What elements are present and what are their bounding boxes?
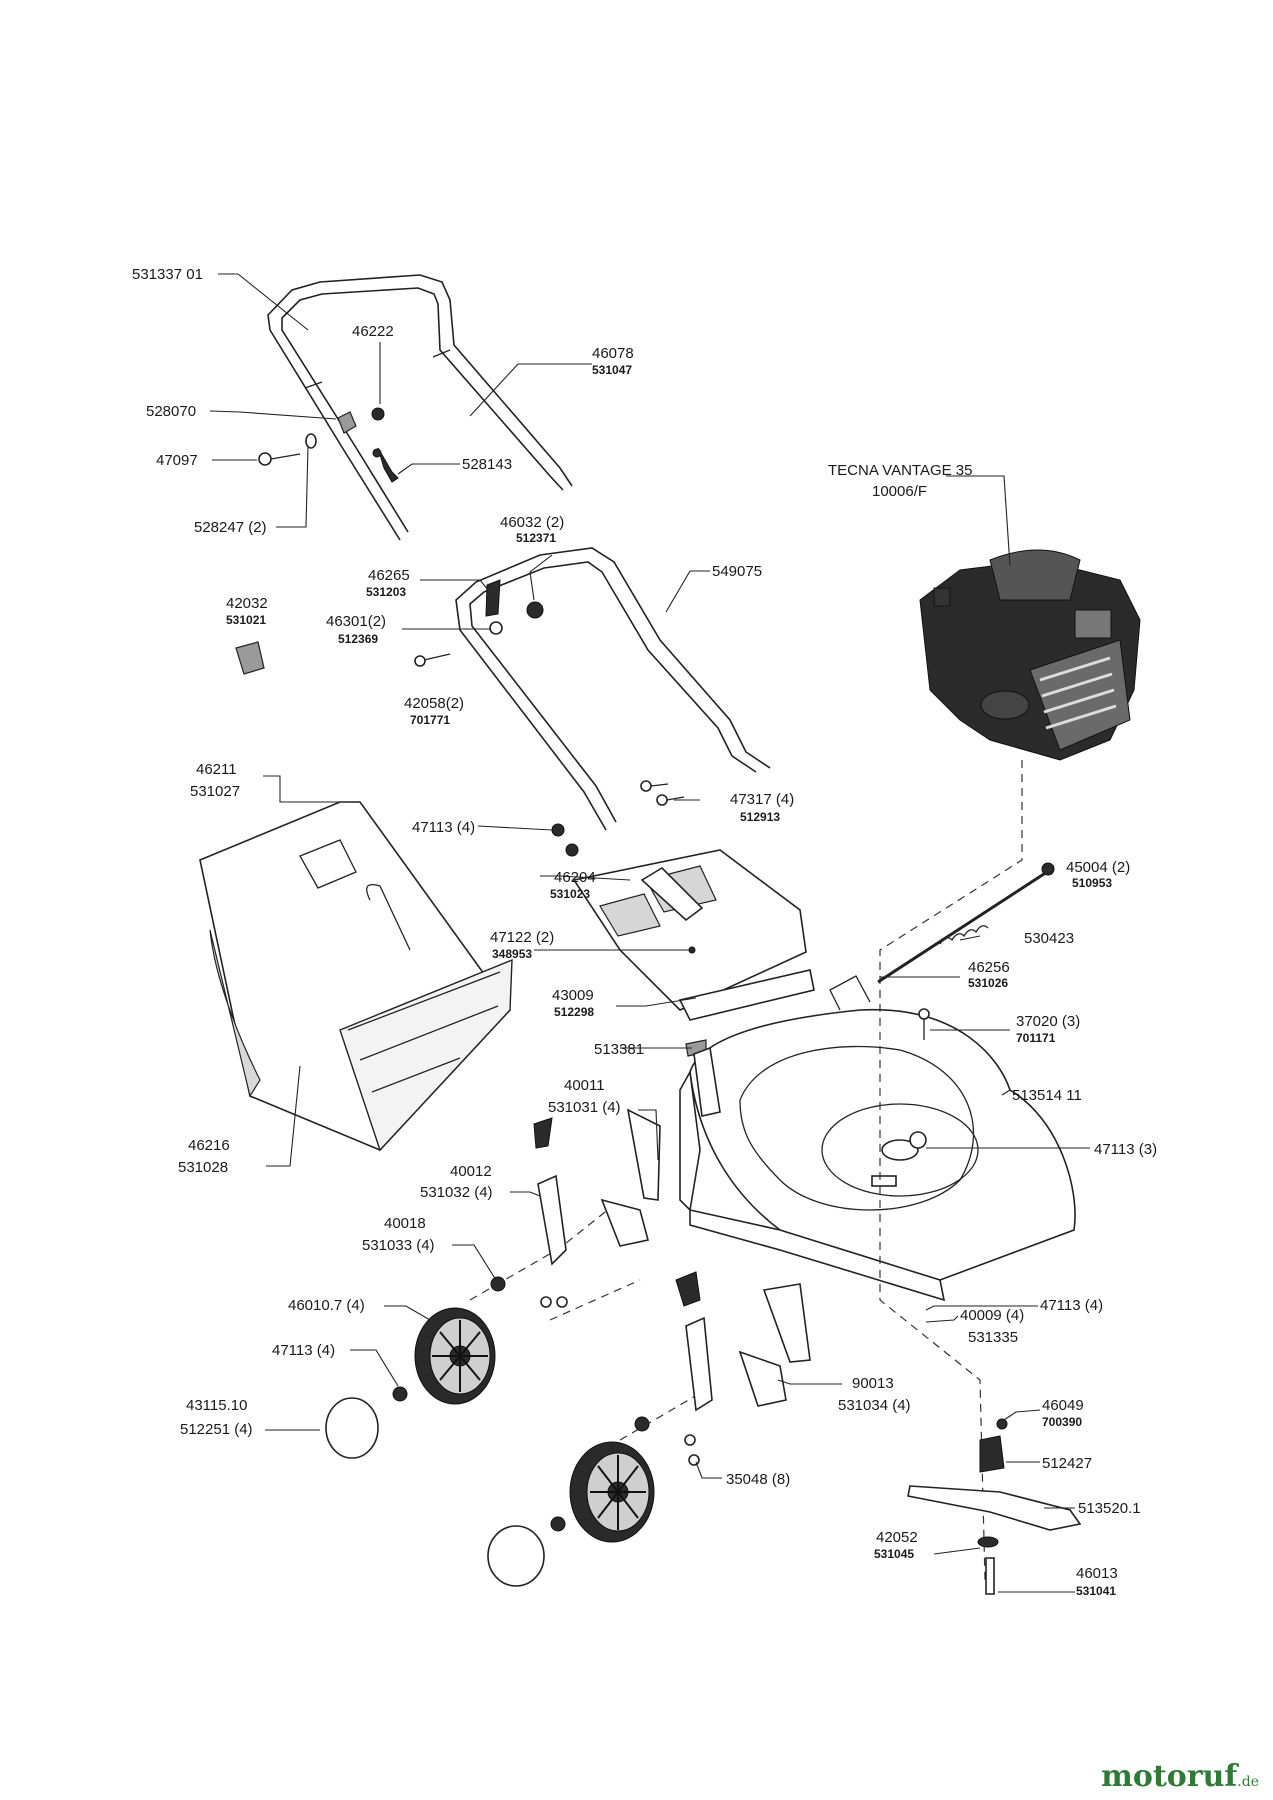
label-43009: 43009 (552, 987, 594, 1004)
label-43115: 43115.10 (186, 1397, 247, 1414)
knob-46222 (371, 407, 385, 421)
label-35048: 35048 (8) (726, 1471, 790, 1488)
blade-assembly (907, 1418, 1082, 1595)
watermark-logo: motoruf.de (1101, 1759, 1259, 1794)
height-adjuster-right (634, 1271, 811, 1466)
label-42052: 42052 (876, 1529, 918, 1546)
label-37020: 37020 (3) (1016, 1013, 1080, 1030)
label-40012: 40012 (450, 1163, 492, 1180)
wheel-front (414, 1307, 496, 1405)
label-40018: 40018 (384, 1215, 426, 1232)
grass-catcher (199, 801, 513, 1152)
wheel-rear (569, 1441, 655, 1543)
label-40012-b: 531032 (4) (420, 1184, 493, 1201)
label-46301: 46301(2) (326, 613, 386, 630)
label-513381: 513381 (594, 1041, 644, 1058)
label-42058: 42058(2) (404, 695, 464, 712)
label-engine-name: TECNA VANTAGE 35 (828, 462, 973, 479)
label-engine-code: 10006/F (872, 483, 927, 500)
label-512427: 512427 (1042, 1455, 1092, 1472)
label-40009-b: 531335 (968, 1329, 1018, 1346)
label-90013-b: 531034 (4) (838, 1397, 911, 1414)
upper-handle (267, 274, 573, 541)
label-46204-sub: 531023 (550, 887, 590, 901)
label-47113-a: 47113 (4) (412, 819, 475, 836)
label-47113-c: 47113 (4) (1040, 1297, 1103, 1314)
lower-handle (455, 547, 771, 831)
label-46013: 46013 (1076, 1565, 1118, 1582)
label-531337: 531337 01 (132, 266, 203, 283)
label-40011: 40011 (564, 1077, 605, 1094)
label-46211: 46211 (196, 761, 237, 778)
spring-530423 (877, 862, 1055, 984)
height-adjuster-left (490, 1108, 661, 1308)
lower-handle-hardware (235, 579, 544, 675)
label-42052-sub: 531045 (874, 1547, 914, 1561)
label-47113-b: 47113 (3) (1094, 1141, 1157, 1158)
label-42032: 42032 (226, 595, 268, 612)
label-46049: 46049 (1042, 1397, 1084, 1414)
label-513514: 513514 11 (1012, 1087, 1082, 1104)
watermark-tld: .de (1237, 1774, 1259, 1790)
label-47122: 47122 (2) (490, 929, 554, 946)
label-40018-b: 531033 (4) (362, 1237, 435, 1254)
label-46211-b: 531027 (190, 783, 240, 800)
label-37020-sub: 701171 (1016, 1031, 1056, 1045)
label-43115-b: 512251 (4) (180, 1421, 253, 1438)
label-549075: 549075 (712, 563, 762, 580)
flap-hinge-43009 (678, 969, 815, 1021)
label-46032: 46032 (2) (500, 514, 564, 531)
label-42032-sub: 531021 (226, 613, 266, 627)
label-46010: 46010.7 (4) (288, 1297, 365, 1314)
label-530423: 530423 (1024, 930, 1074, 947)
label-47113-d: 47113 (4) (272, 1342, 335, 1359)
label-528070: 528070 (146, 403, 196, 420)
nut-47113-deck (909, 1131, 927, 1149)
engine (919, 549, 1141, 761)
label-46256: 46256 (968, 959, 1010, 976)
label-40011-b: 531031 (4) (548, 1099, 621, 1116)
label-45004-sub: 510953 (1072, 876, 1112, 890)
label-47317-sub: 512913 (740, 810, 780, 824)
label-46265: 46265 (368, 567, 410, 584)
leader-lines (209, 273, 1090, 1593)
part-labels: 531337 01 46222 46078 531047 528070 4709… (132, 266, 1157, 1598)
label-42058-sub: 701771 (410, 713, 450, 727)
label-45004: 45004 (2) (1066, 859, 1130, 876)
label-46301-sub: 512369 (338, 632, 378, 646)
handle-bolt-47097 (258, 452, 301, 466)
watermark-brand: motoruf (1101, 1759, 1238, 1794)
label-46049-sub: 700390 (1042, 1415, 1082, 1429)
label-40009: 40009 (4) (960, 1307, 1024, 1324)
label-528247: 528247 (2) (194, 519, 267, 536)
bolt-37020 (918, 1008, 930, 1040)
label-47097: 47097 (156, 452, 198, 469)
cable-528143 (372, 447, 399, 483)
label-46078-sub: 531047 (592, 363, 632, 377)
hub-caps (325, 1386, 566, 1587)
label-43009-sub: 512298 (554, 1005, 594, 1019)
label-46032-sub: 512371 (516, 531, 556, 545)
label-46216-b: 531028 (178, 1159, 228, 1176)
screws-47317 (640, 780, 685, 806)
label-46204: 46204 (554, 869, 596, 886)
label-46216: 46216 (188, 1137, 230, 1154)
label-528143: 528143 (462, 456, 512, 473)
bracket-528070 (337, 411, 357, 434)
label-46078: 46078 (592, 345, 634, 362)
rear-flap (572, 849, 807, 1011)
label-46013-sub: 531041 (1076, 1584, 1116, 1598)
label-47317: 47317 (4) (730, 791, 794, 808)
label-46256-sub: 531026 (968, 976, 1008, 990)
label-46265-sub: 531203 (366, 585, 406, 599)
label-47122-sub: 348953 (492, 947, 532, 961)
label-513520: 513520.1 (1078, 1500, 1141, 1517)
label-90013: 90013 (852, 1375, 894, 1392)
nuts-47113-handle (551, 823, 579, 857)
label-46222: 46222 (352, 323, 394, 340)
washer-528247 (305, 433, 317, 449)
